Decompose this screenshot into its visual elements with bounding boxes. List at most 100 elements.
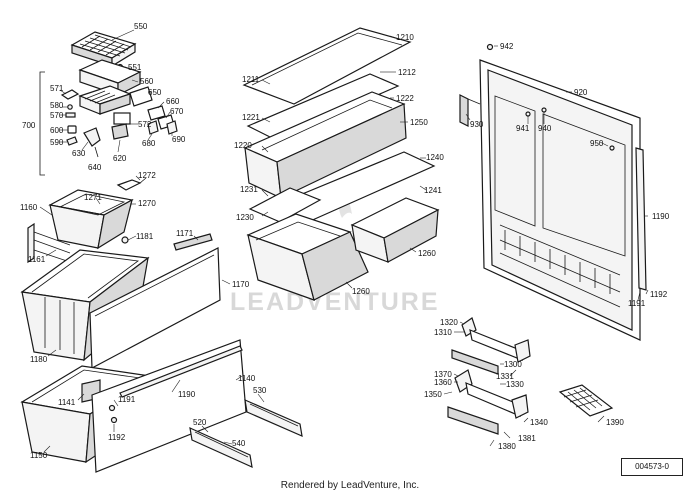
clip-941 xyxy=(525,111,531,117)
label-571: 571 xyxy=(50,84,64,93)
label-1380: 1380 xyxy=(498,442,516,451)
label-670: 670 xyxy=(170,107,184,116)
clip-950 xyxy=(609,145,615,151)
label-570: 570 xyxy=(50,111,64,120)
motor-620 xyxy=(111,123,129,140)
label-1140: 1140 xyxy=(238,374,256,383)
label-1190-door: 1190 xyxy=(652,212,670,221)
label-1370: 1370 xyxy=(434,370,452,379)
crisper-1260-left xyxy=(246,213,369,301)
label-940: 940 xyxy=(538,124,552,133)
label-1212: 1212 xyxy=(398,68,416,77)
door-920 xyxy=(479,59,641,341)
label-660: 660 xyxy=(166,97,180,106)
label-1161: 1161 xyxy=(28,255,46,264)
handle-1190 xyxy=(119,345,243,398)
part-570 xyxy=(65,112,76,118)
label-1150: 1150 xyxy=(30,451,48,460)
label-1192-door: 1192 xyxy=(650,290,668,299)
label-1340: 1340 xyxy=(530,418,548,427)
egg-tray-1390 xyxy=(558,384,614,417)
part-600 xyxy=(67,125,77,134)
label-1170: 1170 xyxy=(232,280,250,289)
label-1192: 1192 xyxy=(108,433,126,442)
ice-scoop-1272 xyxy=(116,179,142,191)
label-1260-lower: 1260 xyxy=(352,287,370,296)
label-1300: 1300 xyxy=(504,360,522,369)
label-1141: 1141 xyxy=(58,398,76,407)
door-handle-1190 xyxy=(635,147,647,291)
label-1230: 1230 xyxy=(236,213,254,222)
label-1310: 1310 xyxy=(434,328,452,337)
label-520: 520 xyxy=(193,418,207,427)
hinge-930 xyxy=(459,94,469,127)
door-bin-1300 xyxy=(451,317,531,375)
shelf-glass-1210 xyxy=(242,27,412,105)
label-530: 530 xyxy=(253,386,267,395)
bracket-630 xyxy=(83,127,101,147)
watermark-text: LEADVENTURE xyxy=(230,288,440,316)
part-580 xyxy=(67,104,73,110)
footer-credit: Rendered by LeadVenture, Inc. xyxy=(280,480,420,491)
part-571 xyxy=(60,89,80,100)
part-680 xyxy=(147,120,159,135)
label-1220: 1220 xyxy=(234,141,252,150)
label-1390: 1390 xyxy=(606,418,624,427)
label-620: 620 xyxy=(113,154,127,163)
label-1272: 1272 xyxy=(138,171,156,180)
label-1180: 1180 xyxy=(30,355,48,364)
label-1271: 1271 xyxy=(84,193,102,202)
label-1240: 1240 xyxy=(426,153,444,162)
door-bin-1340 xyxy=(447,369,529,435)
label-572: 572 xyxy=(138,120,152,129)
label-1330: 1330 xyxy=(506,380,524,389)
label-630: 630 xyxy=(72,149,86,158)
label-640: 640 xyxy=(88,163,102,172)
label-1181: 1181 xyxy=(136,232,154,241)
label-930: 930 xyxy=(470,120,484,129)
ice-maker-assembly xyxy=(39,31,178,176)
label-550: 550 xyxy=(134,22,148,31)
label-1381: 1381 xyxy=(518,434,536,443)
label-1191-door: 1191 xyxy=(628,299,646,308)
plate-650 xyxy=(129,86,153,107)
label-1231: 1231 xyxy=(240,185,258,194)
label-1270: 1270 xyxy=(138,199,156,208)
diagram-id-label: 004573-0 xyxy=(621,458,683,476)
shelf-glass-1231 xyxy=(248,187,322,223)
watermark-logo: LEADVENTURE xyxy=(230,192,440,316)
front-panel-1140 xyxy=(91,339,247,473)
label-942: 942 xyxy=(500,42,514,51)
label-600: 600 xyxy=(50,126,64,135)
label-1221: 1221 xyxy=(242,113,260,122)
label-1160: 1160 xyxy=(20,203,38,212)
label-1320: 1320 xyxy=(440,318,458,327)
label-700: 700 xyxy=(22,121,36,130)
screw-1192 xyxy=(110,416,118,424)
label-1222: 1222 xyxy=(396,94,414,103)
label-1190: 1190 xyxy=(178,390,196,399)
clip-940 xyxy=(541,107,547,113)
label-650: 650 xyxy=(148,88,162,97)
label-1250: 1250 xyxy=(410,118,428,127)
part-572 xyxy=(113,112,131,125)
label-560: 560 xyxy=(140,77,154,86)
leader-lines xyxy=(39,29,649,453)
clip-1181 xyxy=(121,236,129,244)
label-1210: 1210 xyxy=(396,33,414,42)
label-950: 950 xyxy=(590,139,604,148)
label-941: 941 xyxy=(516,124,530,133)
label-1331: 1331 xyxy=(496,372,514,381)
label-1211: 1211 xyxy=(242,75,260,84)
crisper-1260-right xyxy=(350,197,440,263)
rail-1171 xyxy=(173,233,213,251)
front-panel-1170 xyxy=(89,247,221,369)
plate-660 xyxy=(147,105,166,121)
part-590 xyxy=(66,136,78,146)
label-920: 920 xyxy=(574,88,588,97)
label-1350: 1350 xyxy=(424,390,442,399)
label-1241: 1241 xyxy=(424,186,442,195)
label-540: 540 xyxy=(232,439,246,448)
label-1360: 1360 xyxy=(434,378,452,387)
label-1191: 1191 xyxy=(118,395,136,404)
